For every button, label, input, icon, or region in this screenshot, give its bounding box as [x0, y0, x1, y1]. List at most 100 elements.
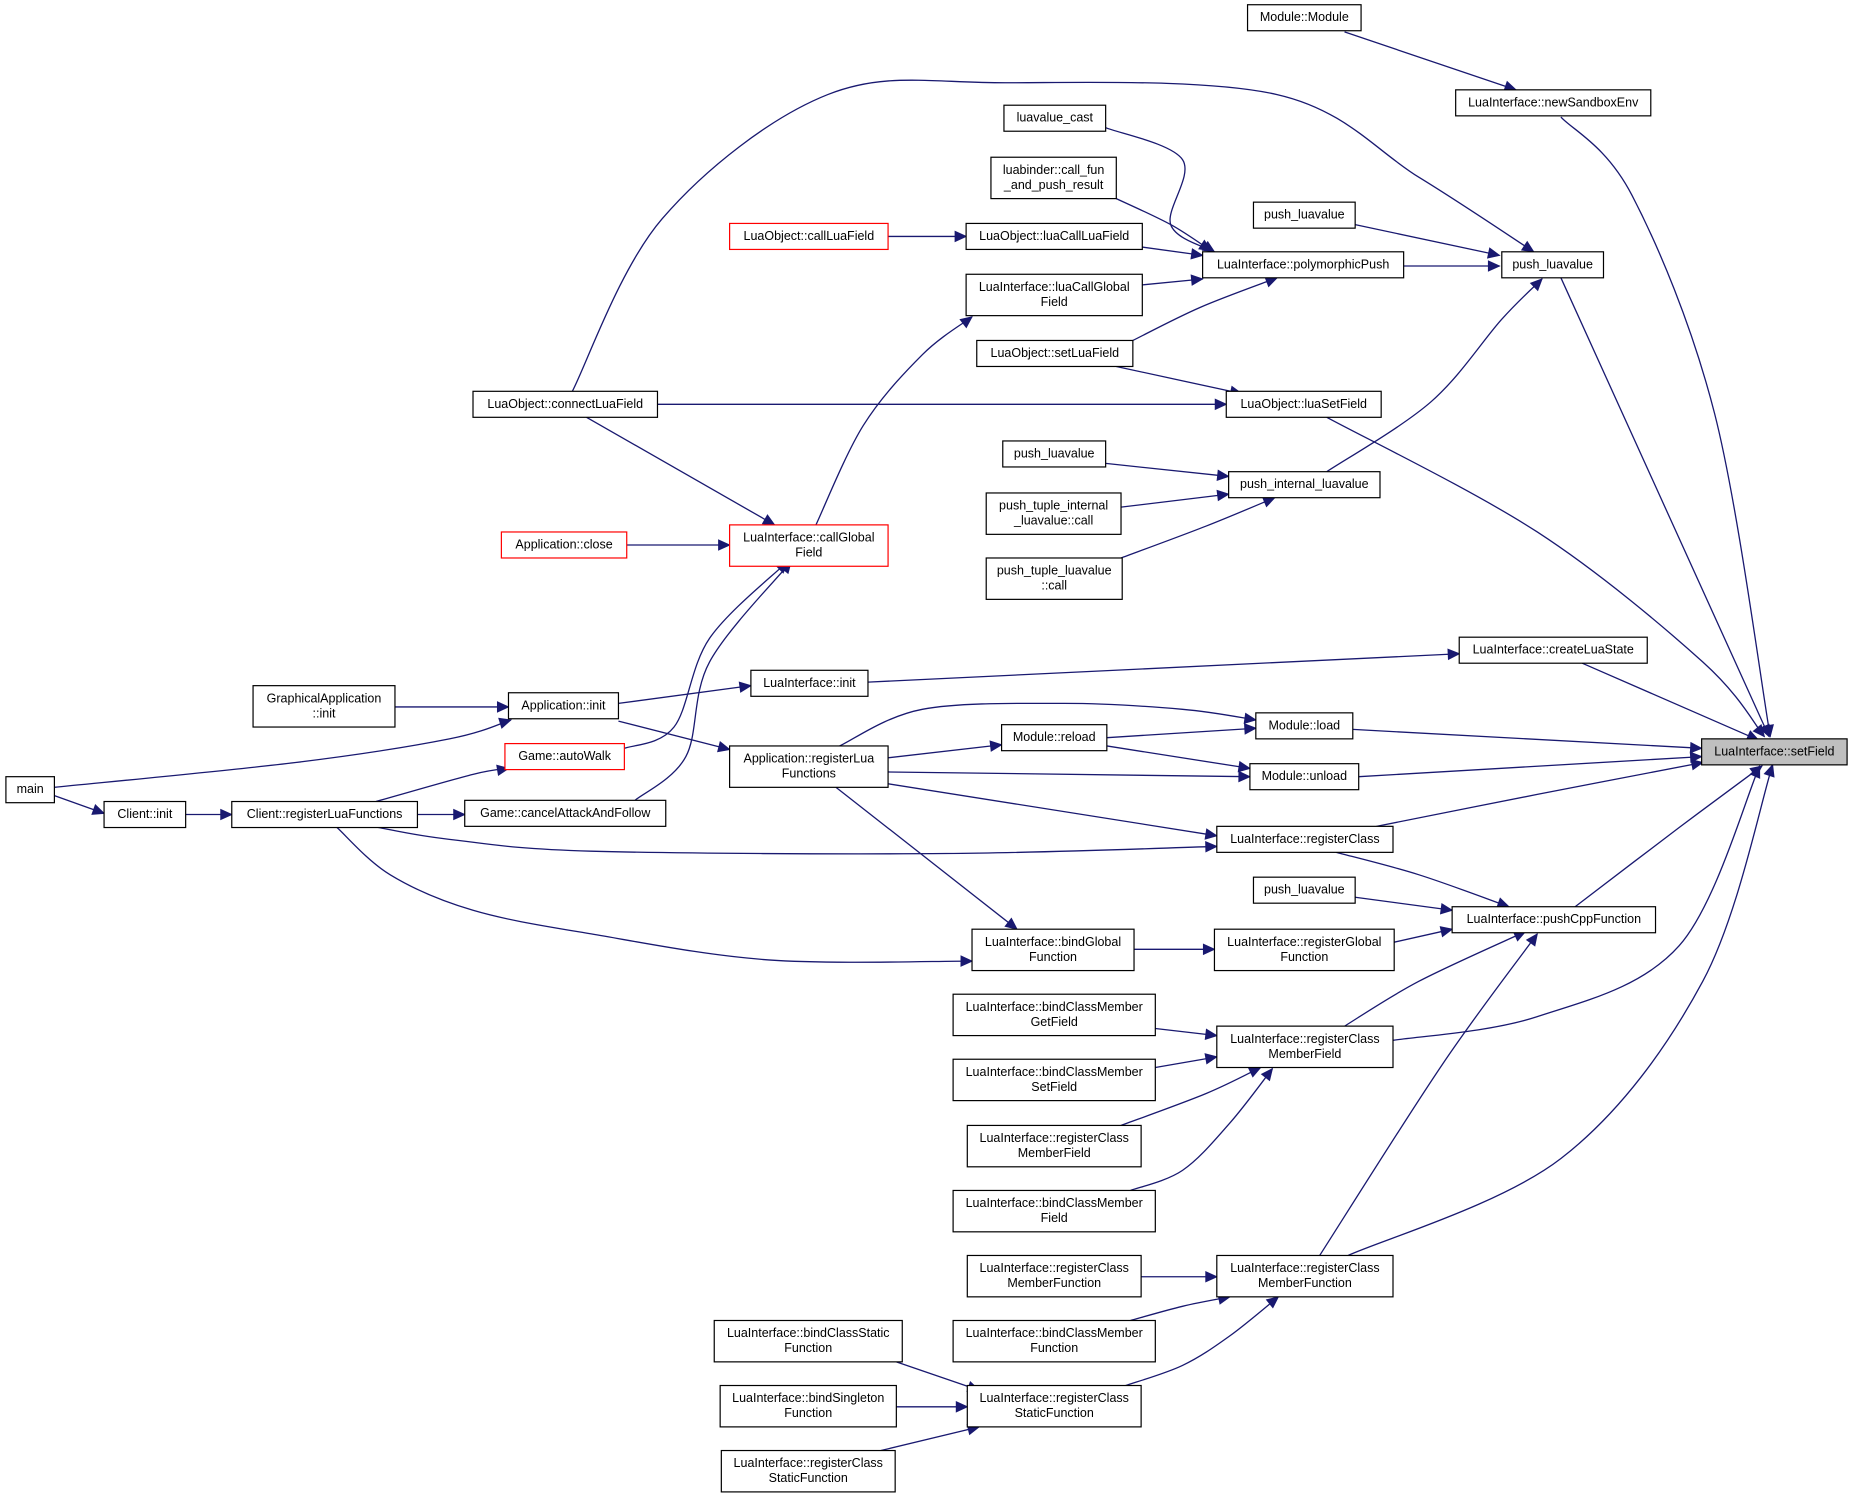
edge-registerCSFunction2-to-registerCSFunction — [880, 1423, 981, 1452]
node-pushTupleInternal[interactable]: push_tuple_internal_luavalue::call — [985, 492, 1122, 535]
edge-line — [1581, 662, 1759, 741]
arrowhead — [1759, 723, 1770, 738]
edge-moduleLoad-to-setField — [1352, 728, 1703, 754]
node-box — [1002, 440, 1107, 468]
node-luaSetField[interactable]: LuaObject::luaSetField — [1225, 390, 1382, 418]
edge-line — [571, 79, 1535, 392]
node-pushLuavalueA[interactable]: push_luavalue — [1252, 201, 1356, 229]
arrowhead — [1439, 926, 1454, 938]
node-clientRegister[interactable]: Client::registerLuaFunctions — [231, 800, 419, 829]
edge-line — [1130, 1296, 1230, 1322]
node-box — [952, 1189, 1156, 1233]
node-registerCSFunction2[interactable]: LuaInterface::registerClassStaticFunctio… — [720, 1449, 896, 1493]
node-appRegisterLua[interactable]: Application::registerLuaFunctions — [729, 745, 889, 788]
edge-line — [880, 1426, 980, 1452]
node-label: luavalue_cast — [1017, 111, 1094, 125]
edge-registerClass-to-pushCppFunction — [1336, 851, 1511, 909]
node-box — [1255, 712, 1354, 740]
edge-callLuaField-to-luaCallLuaField — [888, 230, 968, 243]
node-createLuaState[interactable]: LuaInterface::createLuaState — [1458, 636, 1648, 664]
node-label: LuaInterface::registerClass — [1230, 1261, 1379, 1275]
node-luaCallLuaField[interactable]: LuaObject::luaCallLuaField — [965, 222, 1143, 251]
edge-line — [867, 653, 1460, 683]
node-moduleUnload[interactable]: Module::unload — [1249, 763, 1360, 791]
node-pushInternal[interactable]: push_internal_luavalue — [1228, 471, 1381, 499]
arrowhead — [1486, 247, 1501, 259]
edge-line — [618, 685, 751, 705]
node-appClose[interactable]: Application::close — [500, 531, 628, 559]
node-connectLuaField[interactable]: LuaObject::connectLuaField — [472, 390, 659, 418]
node-box — [1246, 4, 1362, 32]
node-luaInterfaceInit[interactable]: LuaInterface::init — [750, 669, 869, 697]
node-gameAutoWalk[interactable]: Game::autoWalk — [504, 742, 625, 771]
node-appInit[interactable]: Application::init — [507, 692, 620, 720]
node-polymorphicPush[interactable]: LuaInterface::polymorphicPush — [1202, 251, 1405, 279]
node-box — [985, 492, 1122, 535]
node-label: GetField — [1031, 1015, 1078, 1029]
node-registerCMFunction[interactable]: LuaInterface::registerClassMemberFunctio… — [1216, 1254, 1394, 1298]
arrowhead — [1243, 712, 1258, 725]
node-box — [966, 1384, 1142, 1428]
node-registerCMFunction2[interactable]: LuaInterface::registerClassMemberFunctio… — [966, 1254, 1142, 1298]
node-label: _and_push_result — [1003, 178, 1104, 192]
node-registerClass[interactable]: LuaInterface::registerClass — [1216, 825, 1394, 853]
edge-clientInit-to-clientRegister — [185, 808, 233, 821]
node-box — [971, 928, 1135, 972]
node-clientInit[interactable]: Client::init — [103, 800, 187, 829]
edge-line — [336, 827, 973, 963]
node-main[interactable]: main — [5, 776, 55, 804]
edge-setLuaField-to-polymorphicPush — [1132, 276, 1279, 342]
edge-line — [1392, 765, 1761, 1041]
node-luavalueCast[interactable]: luavalue_cast — [1003, 104, 1107, 132]
edge-appRegisterLua-to-moduleReload — [887, 740, 1003, 759]
arrowhead — [220, 808, 233, 821]
node-graphicalInit[interactable]: GraphicalApplication::init — [252, 685, 396, 728]
node-box — [985, 557, 1123, 600]
node-box — [1252, 201, 1356, 229]
node-moduleReload[interactable]: Module::reload — [1000, 724, 1108, 752]
node-label: MemberFunction — [1007, 1276, 1101, 1290]
edge-appRegisterLua-to-moduleLoad — [839, 702, 1258, 747]
node-setField[interactable]: LuaInterface::setField — [1701, 738, 1848, 766]
arrowhead — [1261, 496, 1276, 508]
arrowhead — [1216, 469, 1230, 481]
node-box — [1216, 825, 1394, 853]
node-callFun[interactable]: luabinder::call_fun_and_push_result — [990, 156, 1117, 200]
arrowhead — [91, 804, 106, 815]
node-box — [965, 222, 1143, 251]
node-gameCancel[interactable]: Game::cancelAttackAndFollow — [464, 799, 667, 827]
node-box — [729, 524, 889, 567]
node-setLuaField[interactable]: LuaObject::setLuaField — [976, 339, 1134, 368]
node-moduleModule[interactable]: Module::Module — [1246, 4, 1362, 32]
node-registerCSFunction[interactable]: LuaInterface::registerClassStaticFunctio… — [966, 1384, 1142, 1428]
edge-callGlobalField-to-luaCallGlobalField — [815, 316, 973, 526]
node-pushCppFunction[interactable]: LuaInterface::pushCppFunction — [1451, 906, 1657, 934]
node-newSandboxEnv[interactable]: LuaInterface::newSandboxEnv — [1455, 89, 1652, 117]
edges-layer — [54, 31, 1775, 1452]
edge-appRegisterLua-to-bindGlobalFunction — [835, 786, 1018, 930]
edge-line — [1376, 761, 1703, 827]
arrowhead — [738, 681, 753, 693]
node-label: LuaInterface::createLuaState — [1473, 643, 1634, 657]
arrowhead — [1439, 903, 1454, 915]
node-label: push_tuple_internal — [999, 499, 1108, 513]
node-pushTupleLuavalue[interactable]: push_tuple_luavalue::call — [985, 557, 1123, 600]
node-pushLuavalueMain[interactable]: push_luavalue — [1501, 251, 1605, 279]
node-pushLuavalueB[interactable]: push_luavalue — [1002, 440, 1107, 468]
node-pushLuavalueC[interactable]: push_luavalue — [1252, 876, 1356, 904]
node-moduleLoad[interactable]: Module::load — [1255, 712, 1354, 740]
node-callLuaField[interactable]: LuaObject::callLuaField — [729, 222, 889, 251]
node-label: Function — [784, 1341, 832, 1355]
